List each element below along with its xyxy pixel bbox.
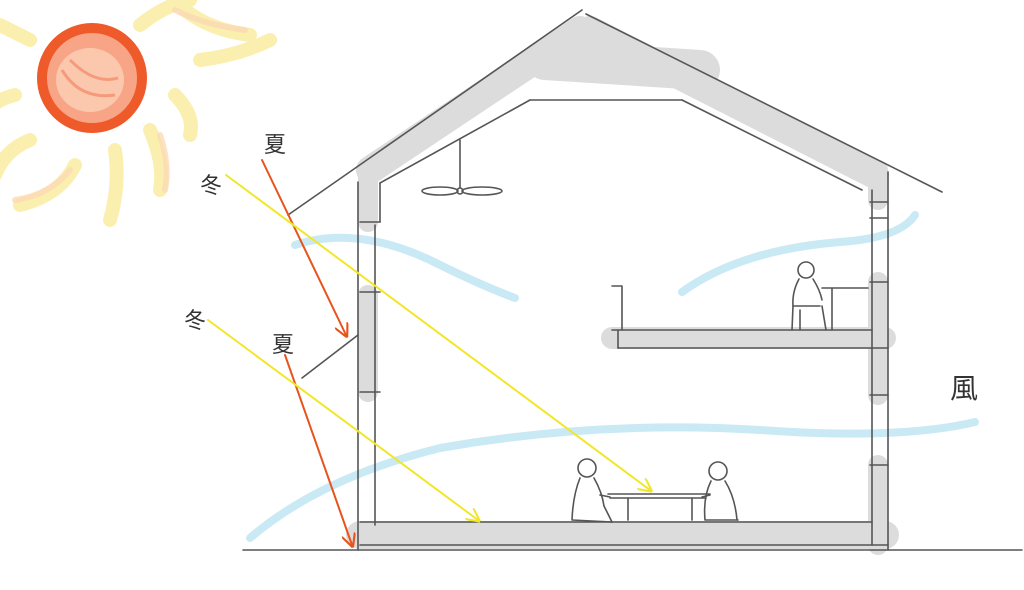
person-right-icon bbox=[701, 461, 739, 521]
loft-person bbox=[791, 261, 869, 331]
ceiling-inner-left bbox=[379, 99, 531, 184]
wind-label: 風 bbox=[950, 372, 978, 405]
summer-label-lower: 夏 bbox=[272, 333, 294, 358]
roof-outer-left bbox=[287, 9, 583, 216]
winter-ray-upper bbox=[225, 174, 650, 490]
sun-ray-arrows bbox=[207, 159, 650, 545]
summer-ray-lower bbox=[284, 354, 352, 545]
wind-flow bbox=[246, 211, 979, 542]
winter-label-upper: 冬 bbox=[200, 174, 222, 199]
wind-lower bbox=[246, 418, 979, 542]
person-left-icon bbox=[571, 458, 613, 523]
desk-icon bbox=[821, 287, 869, 331]
roof-outer-right bbox=[585, 13, 943, 193]
ceiling-fan-icon bbox=[421, 139, 503, 196]
winter-ray-lower bbox=[207, 319, 478, 520]
winter-label-lower: 冬 bbox=[184, 309, 206, 334]
ground-floor-people bbox=[571, 458, 739, 523]
sun-icon bbox=[0, 0, 277, 227]
house-structure bbox=[346, 16, 899, 555]
summer-label-upper: 夏 bbox=[264, 133, 286, 158]
wind-upper-left bbox=[291, 233, 519, 302]
window-overhang bbox=[301, 334, 359, 379]
person-loft-icon bbox=[791, 261, 827, 331]
summer-ray-upper bbox=[261, 159, 346, 335]
loft-railing bbox=[611, 285, 623, 331]
house-lines bbox=[242, 9, 1023, 551]
ceiling-inner-right bbox=[681, 99, 863, 191]
table-icon bbox=[607, 493, 711, 521]
wind-upper-right bbox=[678, 211, 919, 296]
